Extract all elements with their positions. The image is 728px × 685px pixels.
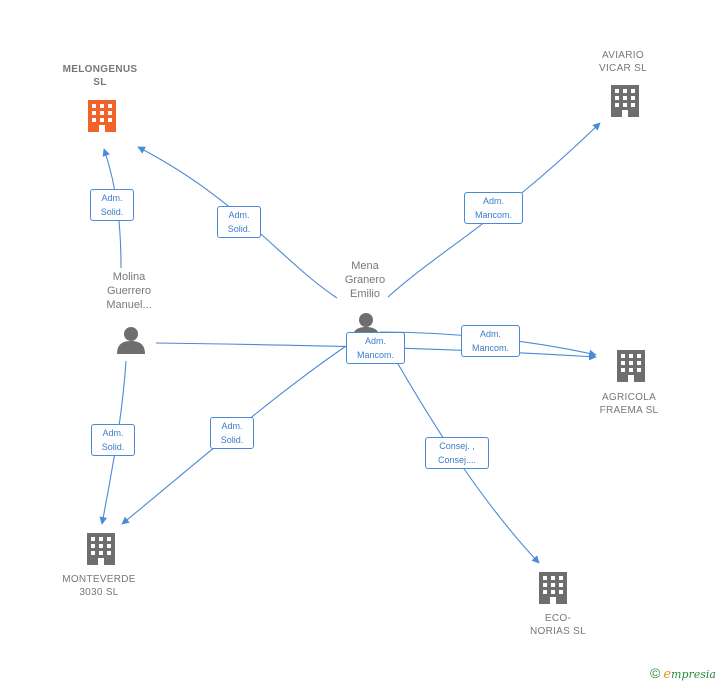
company-label-agricola[interactable]: AGRICOLA FRAEMA SL <box>599 392 659 416</box>
company-label-econorias[interactable]: ECO- NORIAS SL <box>529 613 587 637</box>
person-label-molina[interactable]: Molina Guerrero Manuel... <box>106 271 152 311</box>
edge-label-mena-aviario[interactable]: Adm. Mancom. <box>464 192 523 224</box>
edge-label-mena-agricola[interactable]: Adm. Mancom. <box>461 325 520 357</box>
edge-label-molina-melongenus[interactable]: Adm. Solid. <box>90 189 134 221</box>
building-icon[interactable] <box>88 100 116 132</box>
brand-name: mpresia <box>671 668 716 681</box>
brand-initial: e <box>663 667 672 682</box>
person-icon[interactable] <box>117 327 145 354</box>
edge-label-molina-agricola[interactable]: Adm. Mancom. <box>346 332 405 364</box>
company-label-monteverde[interactable]: MONTEVERDE 3030 SL <box>62 574 136 598</box>
edge-mena-aviario <box>387 122 601 298</box>
building-icon[interactable] <box>539 572 567 604</box>
person-label-mena[interactable]: Mena Granero Emilio <box>344 260 386 300</box>
copyright-symbol: © <box>650 665 661 681</box>
company-label-aviario[interactable]: AVIARIO VICAR SL <box>599 50 647 74</box>
building-icon[interactable] <box>87 533 115 565</box>
building-icon[interactable] <box>617 350 645 382</box>
edge-label-molina-monteverde[interactable]: Adm. Solid. <box>91 424 135 456</box>
edge-label-mena-econorias[interactable]: Consej. , Consej.... <box>425 437 489 469</box>
edge-label-mena-monteverde[interactable]: Adm. Solid. <box>210 417 254 449</box>
brand-logo: ©empresia <box>650 665 716 682</box>
edge-label-mena-melongenus[interactable]: Adm. Solid. <box>217 206 261 238</box>
company-label-melongenus[interactable]: MELONGENUS SL <box>62 64 138 88</box>
building-icon[interactable] <box>611 85 639 117</box>
